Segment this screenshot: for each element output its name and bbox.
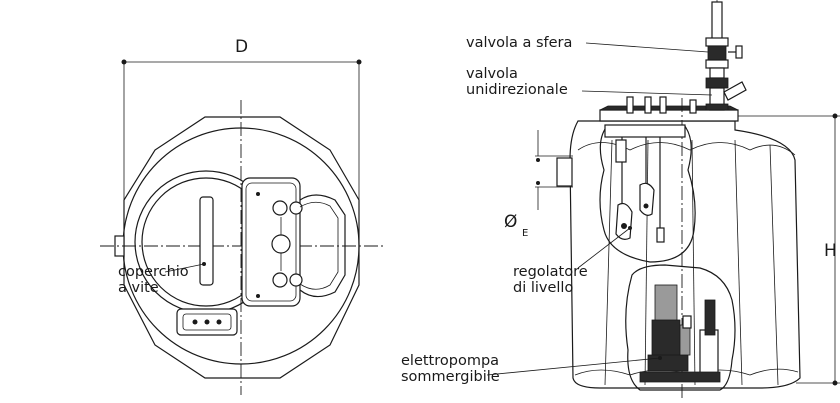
label-submersible-pump-line1: elettropompa: [401, 353, 499, 369]
label-ball-valve: valvola a sfera: [466, 35, 572, 51]
tank-top-lid: [599, 109, 739, 122]
lower-bracket: [176, 308, 238, 336]
cutaway-lower: [625, 264, 736, 391]
dim-h-label: H: [824, 241, 837, 261]
label-level-regulator-line2: di livello: [513, 280, 573, 296]
dimension-e: Ø E: [504, 130, 573, 239]
label-screw-lid-line2: a vite: [118, 280, 159, 296]
cutaway-upper: [599, 124, 696, 263]
label-screw-lid-line1: coperchio: [118, 264, 189, 280]
label-check-valve-line1: valvola: [466, 66, 518, 82]
label-submersible-pump-line2: sommergibile: [401, 369, 500, 385]
side-view: H Ø E: [401, 0, 840, 400]
lid-handle: [199, 196, 214, 286]
pump-connection-plate: [241, 177, 303, 307]
dimension-h: H: [735, 113, 840, 386]
label-level-regulator-line1: regolatore: [513, 264, 588, 280]
tank-body-outline: [569, 120, 801, 389]
tank-outline-top: [123, 116, 360, 379]
dim-e-sub: E: [522, 228, 528, 239]
label-check-valve-line2: unidirezionale: [466, 82, 568, 98]
dim-e-symbol: Ø: [504, 212, 517, 232]
discharge-pipe: [705, 0, 747, 111]
top-view: D: [100, 37, 385, 395]
submersible-pump: [639, 284, 721, 383]
dim-d-label: D: [235, 37, 248, 57]
